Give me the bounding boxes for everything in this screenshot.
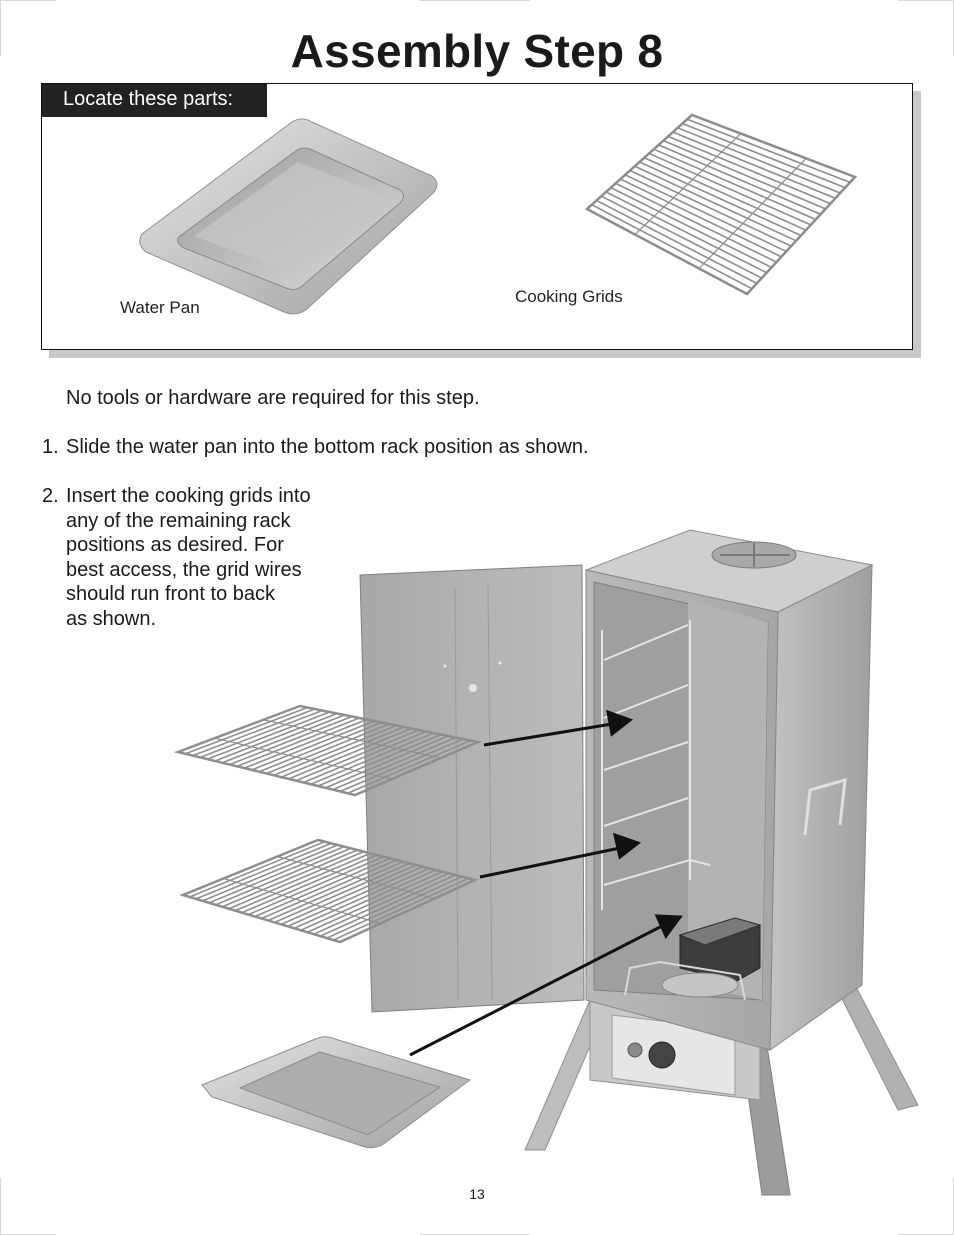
cooking-grid-image [584, 113, 858, 296]
step1-number: 1. [42, 436, 59, 458]
page-number: 13 [469, 1186, 485, 1202]
crop-mark [898, 0, 954, 1]
intro-text: No tools or hardware are required for th… [66, 387, 480, 409]
water-pan-label: Water Pan [120, 298, 200, 317]
crop-mark [0, 0, 56, 1]
page-title: Assembly Step 8 [290, 25, 664, 77]
step2-line: should run front to back [66, 583, 276, 605]
step1-text: Slide the water pan into the bottom rack… [66, 436, 589, 458]
step2-number: 2. [42, 485, 59, 507]
parts-box-header: Locate these parts: [42, 84, 267, 117]
step2-line: best access, the grid wires [66, 558, 302, 581]
step2-line: as shown. [66, 607, 157, 630]
step2-line: positions as desired. For [66, 534, 284, 556]
step2-line: any of the remaining rack [66, 509, 291, 532]
parts-box: Locate these parts: Water Pan Cooking Gr… [41, 83, 913, 350]
step2-line: Insert the cooking grids into [66, 485, 311, 507]
crop-mark [420, 0, 530, 1]
step2-text: Insert the cooking grids into any of the… [66, 484, 311, 631]
crop-mark [0, 0, 1, 56]
crop-mark [0, 1178, 1, 1234]
cooking-grids-label: Cooking Grids [515, 287, 623, 306]
water-pan-image [139, 118, 438, 315]
